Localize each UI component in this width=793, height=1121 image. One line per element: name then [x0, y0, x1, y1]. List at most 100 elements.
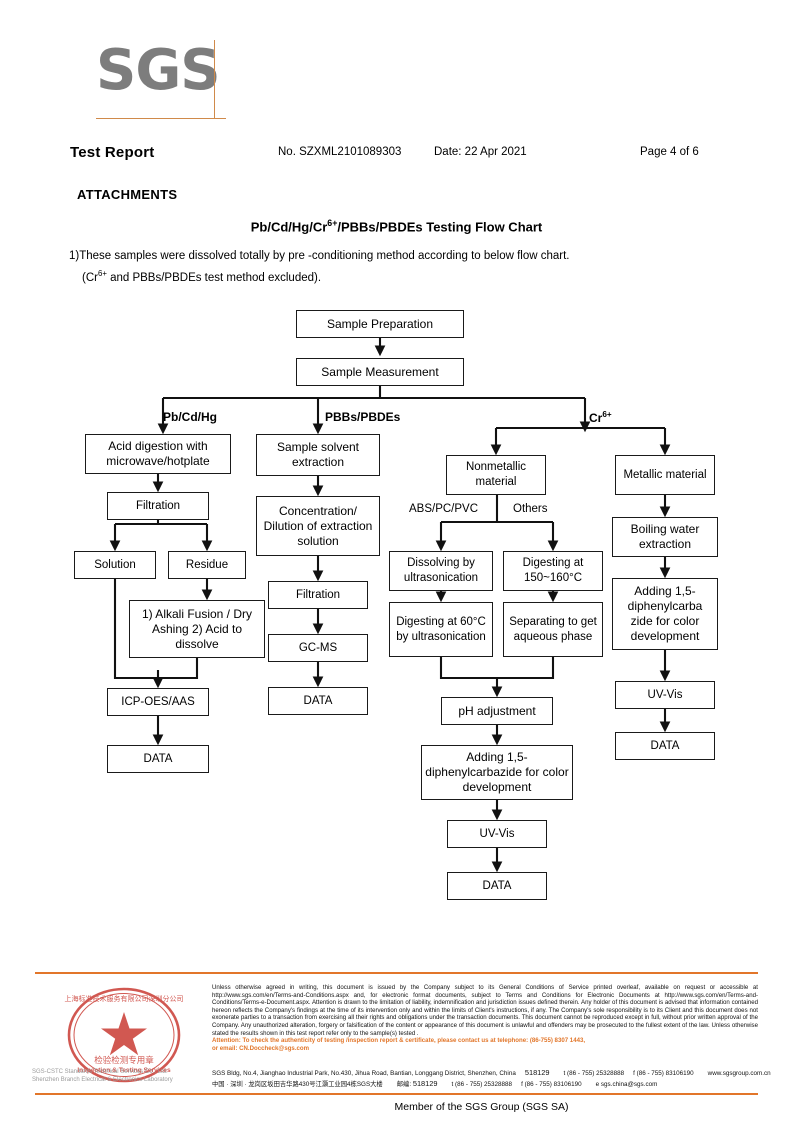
flow-node-label: Filtration: [135, 499, 181, 512]
flow-node-label: Boiling water extraction: [630, 522, 700, 551]
flow-node-data-left: DATA: [107, 745, 209, 773]
flow-node-label: DATA: [650, 739, 680, 752]
address-cn-fax: f (86 - 755) 83106190: [521, 1081, 582, 1088]
flow-node-adding-diphenylcarbazide-mid: Adding 1,5-diphenylcarbazide for color d…: [421, 745, 573, 800]
logo-vertical-rule: [214, 40, 215, 118]
flow-node-label: Digesting at 150~160°C: [522, 557, 584, 584]
flow-node-solution: Solution: [74, 551, 156, 579]
address-chinese: 中国 · 深圳 · 龙岗区坂田吉华路430号江灝工业园4栋SGS大楼 邮编: 51…: [212, 1079, 758, 1089]
address-cn-zip-label: 邮编:: [396, 1081, 412, 1088]
flow-node-label: Concentration/ Dilution of extraction so…: [263, 503, 373, 548]
flow-chart-title: Pb/Cd/Hg/Cr6+/PBBs/PBDEs Testing Flow Ch…: [0, 218, 793, 234]
svg-text:检验检测专用章: 检验检测专用章: [94, 1055, 154, 1066]
flow-node-label: Sample Measurement: [321, 364, 439, 379]
flow-node-label: Adding 1,5-diphenylcarba zide for color …: [627, 584, 703, 643]
logo-horizontal-rule: [96, 118, 226, 119]
flow-node-label: Sample Preparation: [326, 316, 434, 331]
flow-node-filtration-mid: Filtration: [268, 581, 368, 609]
flow-node-label: ICP-OES/AAS: [121, 695, 195, 708]
flow-node-data-mid: DATA: [268, 687, 368, 715]
intro-line-2-post: and PBBs/PBDEs test method excluded).: [106, 271, 322, 284]
flow-node-acid-digestion: Acid digestion with microwave/hotplate: [85, 434, 231, 474]
flow-node-separating-aqueous: Separating to get aqueous phase: [503, 602, 603, 657]
flow-node-label: Nonmetallic material: [465, 461, 527, 488]
flow-node-data-cr-mid: DATA: [447, 872, 547, 900]
flow-node-label: Filtration: [295, 588, 341, 601]
intro-line-2-pre: (Cr: [82, 271, 98, 284]
flow-node-label: DATA: [482, 879, 512, 892]
report-header: Test Report No. SZXML2101089303 Date: 22…: [70, 144, 730, 166]
legal-disclaimer: Unless otherwise agreed in writing, this…: [212, 984, 758, 1052]
flow-node-data-right: DATA: [615, 732, 715, 760]
sgs-logo-text: SGS: [96, 38, 221, 103]
attention-line-2: or email: CN.Doccheck@sgs.com: [212, 1044, 310, 1052]
seal-caption-line-1: SGS-CSTC Standards Technical Services Co…: [32, 1069, 168, 1075]
flow-node-sample-measurement: Sample Measurement: [296, 358, 464, 386]
address-en-zip: 518129: [524, 1068, 550, 1077]
flow-node-gc-ms: GC-MS: [268, 634, 368, 662]
intro-line-1: 1)These samples were dissolved totally b…: [69, 250, 570, 262]
flow-edge-label-branch-pb-cd-hg: Pb/Cd/Hg: [163, 410, 217, 424]
flow-chart-title-superscript: 6+: [327, 218, 338, 228]
page-title: Test Report: [70, 144, 155, 161]
seal-caption-line-2: Shenzhen Branch Electrical & Electronics…: [32, 1077, 173, 1083]
flow-node-label: UV-Vis: [647, 688, 683, 701]
flow-node-label: Separating to get aqueous phase: [509, 615, 597, 643]
address-en-web: www.sgsgroup.com.cn: [707, 1070, 771, 1077]
flow-node-sample-solvent-extraction: Sample solvent extraction: [256, 434, 380, 476]
flow-node-filtration-left: Filtration: [107, 492, 209, 520]
flow-node-label: Adding 1,5-diphenylcarbazide for color d…: [425, 750, 569, 794]
address-cn-tel: t (86 - 755) 25328888: [451, 1081, 513, 1088]
address-en-tel: t (86 - 755) 25328888: [563, 1070, 625, 1077]
flow-node-digesting-150-160: Digesting at 150~160°C: [503, 551, 603, 591]
flow-node-alkali-fusion: 1) Alkali Fusion / Dry Ashing 2) Acid to…: [129, 600, 265, 658]
flow-node-label: DATA: [303, 694, 333, 707]
sgs-logo: SGS: [96, 40, 276, 120]
report-date: Date: 22 Apr 2021: [434, 146, 527, 158]
attention-line-1: Attention: To check the authenticity of …: [212, 1037, 586, 1045]
inspection-seal: 检验检测专用章 Inspection & Testing Services 上海…: [60, 985, 188, 1089]
flow-node-label: UV-Vis: [479, 827, 515, 840]
flow-node-residue: Residue: [168, 551, 246, 579]
legal-body-text: Unless otherwise agreed in writing, this…: [212, 984, 758, 1037]
flow-node-dissolving-ultrasonication: Dissolving by ultrasonication: [389, 551, 493, 591]
flow-node-label: Metallic material: [623, 468, 707, 481]
flow-node-digesting-60: Digesting at 60°C by ultrasonication: [389, 602, 493, 657]
flow-edge-label-branch-cr6: Cr6+: [589, 410, 612, 425]
address-en-text: SGS Bldg, No.4, Jianghao Industrial Park…: [212, 1070, 516, 1077]
member-note: Member of the SGS Group (SGS SA): [394, 1101, 569, 1113]
flow-edge-label-branch-others: Others: [513, 503, 548, 515]
footer-top-rule: [35, 972, 758, 974]
flow-edge-label-superscript: 6+: [602, 410, 612, 419]
flow-edge-label-branch-abs-pc-pvc: ABS/PC/PVC: [409, 503, 479, 515]
footer-bottom-rule: [35, 1093, 758, 1095]
flow-node-label: Residue: [185, 558, 229, 571]
flow-node-adding-diphenylcarbazide-right: Adding 1,5-diphenylcarba zide for color …: [612, 578, 718, 650]
intro-text: 1)These samples were dissolved totally b…: [69, 248, 729, 287]
flow-node-label: GC-MS: [298, 641, 338, 654]
address-english: SGS Bldg, No.4, Jianghao Industrial Park…: [212, 1068, 771, 1078]
flow-node-uv-vis-right: UV-Vis: [615, 681, 715, 709]
flow-node-label: Digesting at 60°C by ultrasonication: [396, 615, 486, 643]
svg-text:Inspection & Testing Services: Inspection & Testing Services: [77, 1067, 171, 1074]
svg-text:上海标准技术服务有限公司深圳分公司: 上海标准技术服务有限公司深圳分公司: [65, 994, 184, 1003]
flow-node-label: Dissolving by ultrasonication: [403, 557, 479, 584]
flow-node-label: Sample solvent extraction: [276, 440, 360, 469]
address-en-fax: f (86 - 755) 83106190: [633, 1070, 694, 1077]
flow-node-label: 1) Alkali Fusion / Dry Ashing 2) Acid to…: [141, 606, 253, 651]
address-cn-text: 中国 · 深圳 · 龙岗区坂田吉华路430号江灝工业园4栋SGS大楼: [212, 1081, 383, 1088]
flow-node-label: pH adjustment: [458, 703, 536, 718]
flow-node-concentration-dilution: Concentration/ Dilution of extraction so…: [256, 496, 380, 556]
address-cn-zip: 518129: [412, 1079, 438, 1088]
flow-node-label: Acid digestion with microwave/hotplate: [106, 439, 210, 468]
flow-node-metallic-material: Metallic material: [615, 455, 715, 495]
flow-node-nonmetallic-material: Nonmetallic material: [446, 455, 546, 495]
flow-chart-title-pre: Pb/Cd/Hg/Cr: [250, 219, 328, 235]
flow-node-sample-preparation: Sample Preparation: [296, 310, 464, 338]
flow-edge-label-branch-pbbs-pbdes: PBBs/PBDEs: [325, 410, 401, 424]
flow-node-icp-oes-aas: ICP-OES/AAS: [107, 688, 209, 716]
flow-node-label: Solution: [94, 558, 136, 571]
report-number: No. SZXML2101089303: [278, 146, 402, 158]
address-cn-email: e sgs.china@sgs.com: [595, 1081, 658, 1088]
